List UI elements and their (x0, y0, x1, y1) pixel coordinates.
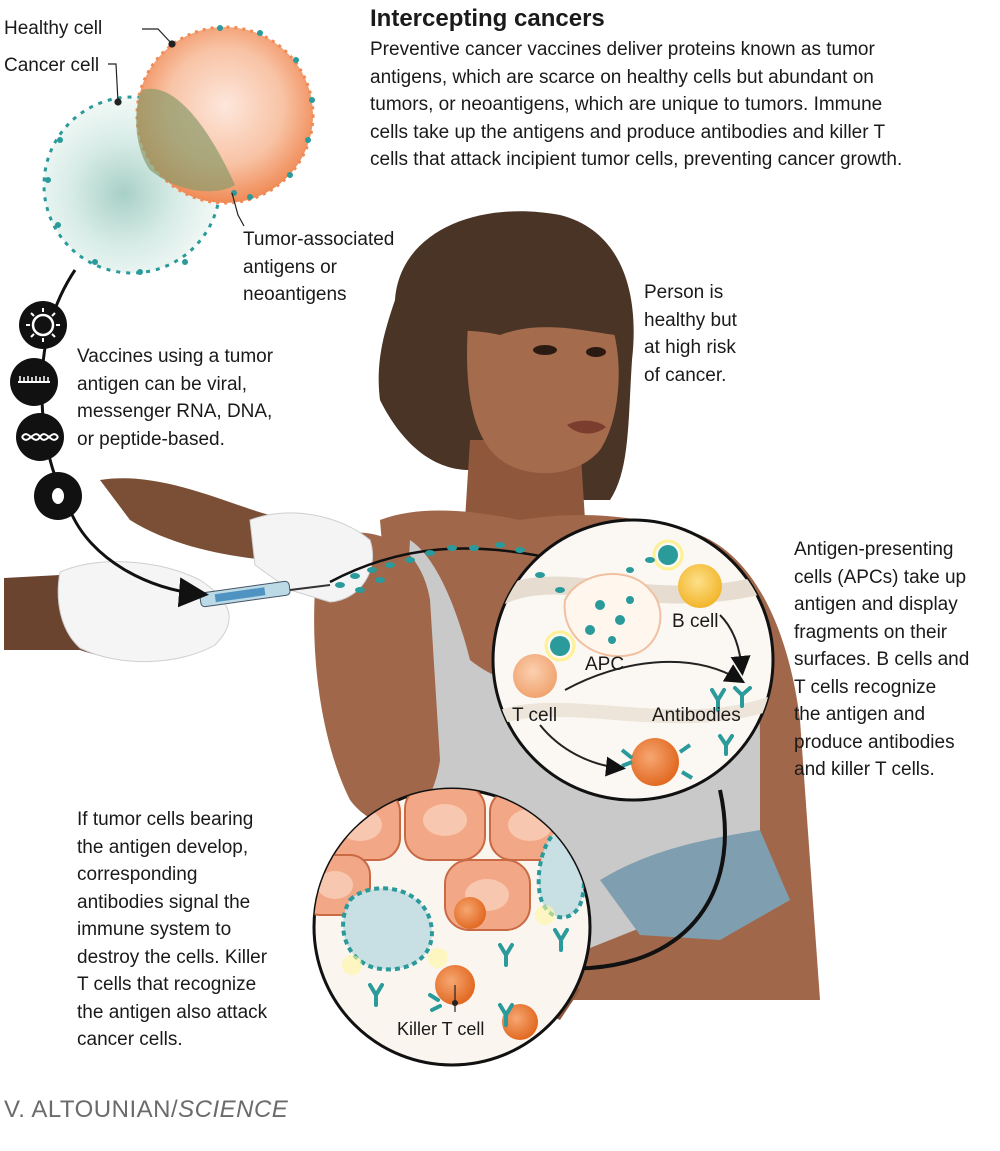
credit-line: V. ALTOUNIAN/SCIENCE (4, 1096, 288, 1124)
label-vaccines: Vaccines using a tumor antigen can be vi… (77, 346, 274, 450)
label-antibodies: Antibodies (652, 705, 741, 726)
credit-author: V. ALTOUNIAN/ (4, 1096, 179, 1123)
label-tumor-description: If tumor cells bearing the antigen devel… (77, 809, 268, 1050)
label-cancer-cell: Cancer cell (4, 55, 100, 76)
syringe-icon (199, 580, 331, 608)
antibody-icons (710, 686, 752, 756)
mrna-icon (10, 358, 58, 406)
flow-arrow (513, 789, 727, 990)
vaccine-chain (10, 269, 209, 608)
dna-icon (16, 413, 64, 461)
label-killer-t-cell: Killer T cell (397, 1019, 485, 1039)
label-healthy-cell: Healthy cell (4, 18, 103, 39)
virus-icon (19, 301, 67, 349)
label-person: Person is healthy but at high risk of ca… (644, 282, 737, 386)
immune-response-zoom (491, 518, 775, 802)
healthy-cell (135, 25, 315, 205)
intro-paragraph: Preventive cancer vaccines deliver prote… (370, 39, 903, 170)
page-title: Intercepting cancers (370, 5, 605, 32)
label-t-cell: T cell (512, 705, 558, 726)
peptide-icon (34, 472, 82, 520)
killer-t-cell-body (631, 738, 679, 786)
label-b-cell: B cell (672, 611, 719, 632)
leader-lines (108, 28, 245, 227)
tumor-attack-zoom (312, 787, 592, 1067)
label-apc-description: Antigen-presenting cells (APCs) take up … (794, 539, 970, 780)
b-cell (678, 564, 722, 608)
label-apc: APC (585, 654, 625, 675)
credit-publication: SCIENCE (178, 1096, 289, 1123)
t-cell-body (513, 654, 557, 698)
apc-cell (563, 573, 662, 658)
label-antigens: Tumor-associated antigens or neoantigens (243, 229, 395, 305)
